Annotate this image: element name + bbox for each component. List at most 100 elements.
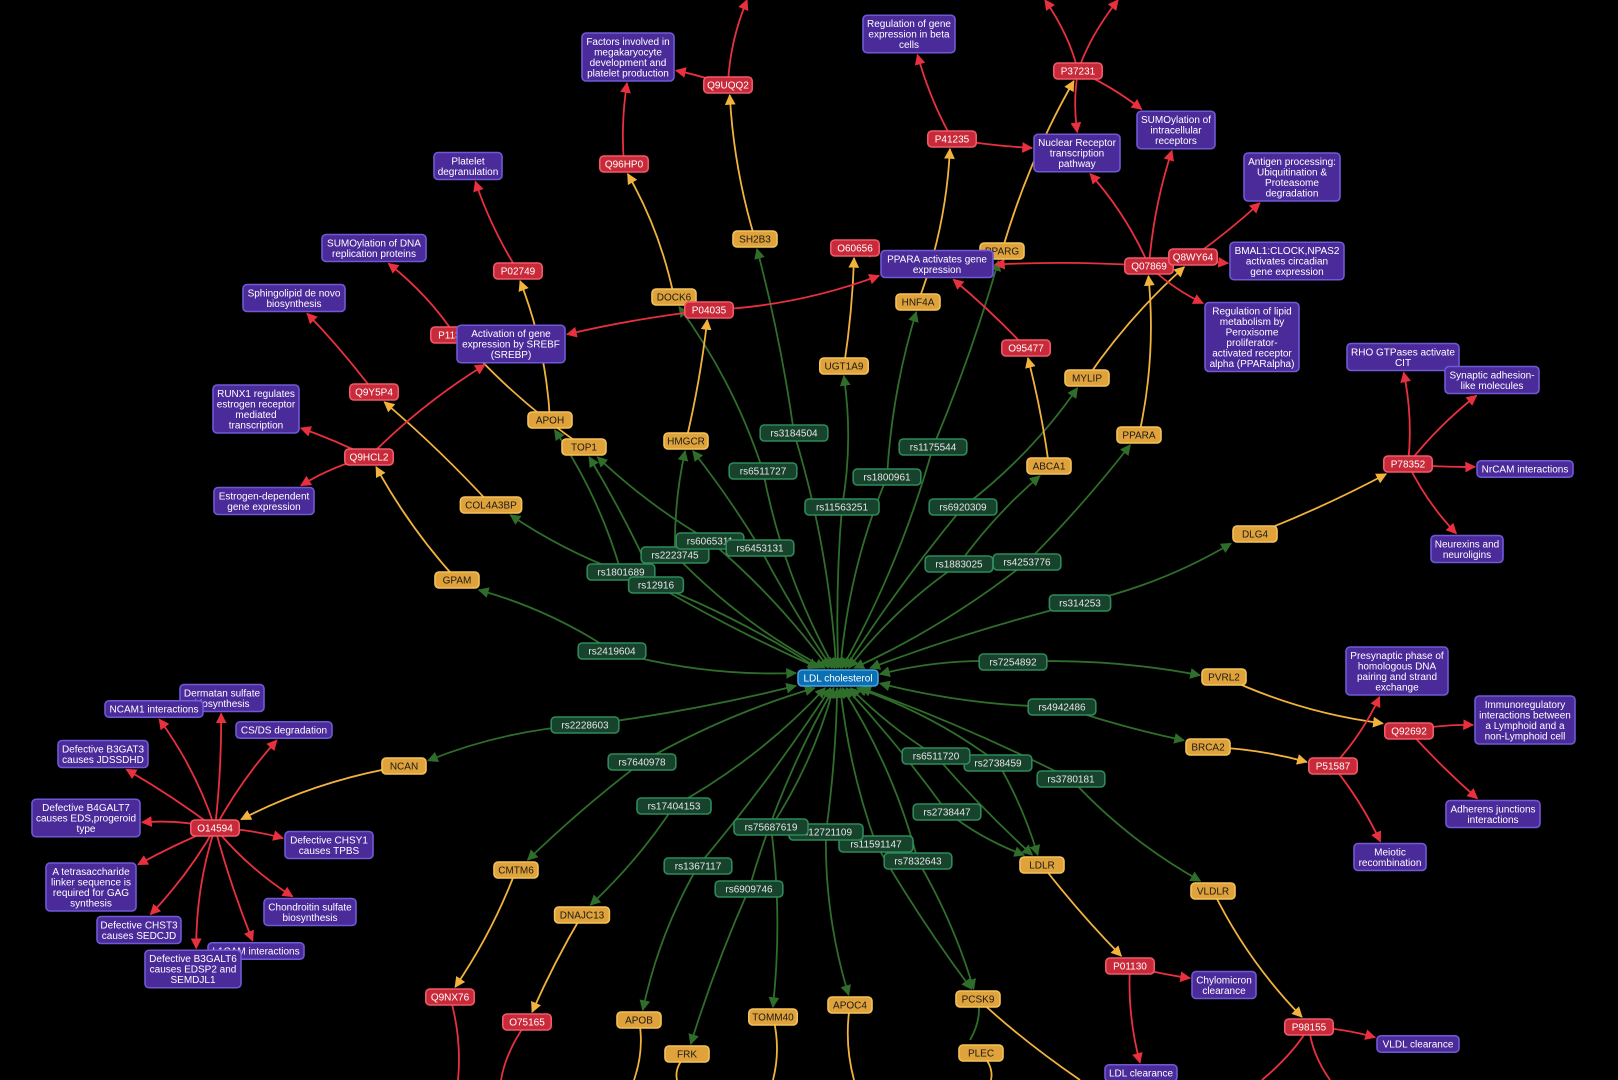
protein-node[interactable]: Q9Y5P4 <box>348 383 399 401</box>
snp-node[interactable]: rs314253 <box>1048 594 1112 612</box>
gene-node[interactable]: SH2B3 <box>732 230 778 248</box>
gene-node[interactable]: ABCA1 <box>1026 457 1072 475</box>
protein-node[interactable]: P37231 <box>1053 62 1104 80</box>
protein-node[interactable]: Q07869 <box>1124 257 1175 275</box>
protein-node[interactable]: P51587 <box>1308 757 1359 775</box>
gene-node[interactable]: GPAM <box>434 571 480 589</box>
protein-node[interactable]: O60656 <box>829 239 880 257</box>
snp-node[interactable]: rs3780181 <box>1036 770 1106 788</box>
gene-node[interactable]: TOMM40 <box>747 1008 798 1026</box>
snp-node[interactable]: rs6909746 <box>714 880 784 898</box>
pathway-node[interactable]: LDL clearance <box>1104 1063 1178 1080</box>
snp-node[interactable]: rs7254892 <box>978 653 1048 671</box>
protein-node[interactable]: Q96HP0 <box>598 155 649 173</box>
gene-node[interactable]: UGT1A9 <box>818 357 869 375</box>
gene-node[interactable]: DNAJC13 <box>553 906 611 924</box>
snp-node[interactable]: rs6511727 <box>728 462 798 480</box>
snp-node[interactable]: rs2738459 <box>963 754 1033 772</box>
gene-node[interactable]: PLEC <box>958 1044 1004 1062</box>
gene-node[interactable]: TOP1 <box>561 438 607 456</box>
snp-node[interactable]: rs4253776 <box>992 553 1062 571</box>
pathway-node[interactable]: CS/DS degradation <box>235 720 333 740</box>
snp-node[interactable]: rs2228603 <box>550 716 620 734</box>
gene-node[interactable]: DLG4 <box>1232 525 1278 543</box>
snp-node[interactable]: rs6453131 <box>725 539 795 557</box>
gene-node[interactable]: BRCA2 <box>1185 738 1231 756</box>
gene-node[interactable]: APOC4 <box>827 996 873 1014</box>
protein-node[interactable]: Q9NX76 <box>424 988 475 1006</box>
protein-node[interactable]: Q92692 <box>1384 722 1435 740</box>
pathway-node[interactable]: NrCAM interactions <box>1476 459 1574 479</box>
snp-node[interactable]: rs1367117 <box>663 857 733 875</box>
snp-node[interactable]: rs6920309 <box>928 498 998 516</box>
protein-node[interactable]: O14594 <box>190 819 241 837</box>
gene-node[interactable]: APOB <box>616 1011 662 1029</box>
snp-node[interactable]: rs7832643 <box>883 852 953 870</box>
snp-node[interactable]: rs2419604 <box>577 642 647 660</box>
protein-node[interactable]: Q8WY64 <box>1168 248 1219 266</box>
gene-node[interactable]: LDLR <box>1019 856 1065 874</box>
snp-node[interactable]: rs2223745 <box>640 546 710 564</box>
gene-node[interactable]: APOH <box>527 411 573 429</box>
snp-node[interactable]: rs4942486 <box>1027 698 1097 716</box>
gene-node[interactable]: VLDLR <box>1190 882 1236 900</box>
pathway-node[interactable]: VLDL clearance <box>1376 1034 1460 1054</box>
snp-node[interactable]: rs1175544 <box>898 438 968 456</box>
snp-node[interactable]: rs6511720 <box>901 747 971 765</box>
gene-node[interactable]: PPARA <box>1116 426 1162 444</box>
gene-node[interactable]: HMGCR <box>663 432 709 450</box>
gene-node[interactable]: MYLIP <box>1064 369 1110 387</box>
pathway-node[interactable]: Synaptic adhesion-like molecules <box>1444 365 1540 395</box>
protein-node[interactable]: P78352 <box>1383 455 1434 473</box>
snp-node[interactable]: rs2738447 <box>912 803 982 821</box>
gene-node[interactable]: CMTM6 <box>493 861 539 879</box>
gene-node[interactable]: PVRL2 <box>1201 668 1247 686</box>
snp-node[interactable]: rs1800961 <box>852 468 922 486</box>
snp-node[interactable]: rs1883025 <box>924 555 994 573</box>
protein-node[interactable]: P01130 <box>1105 957 1156 975</box>
protein-node[interactable]: P41235 <box>926 130 977 148</box>
gene-node[interactable]: PCSK9 <box>955 990 1001 1008</box>
protein-node[interactable]: P04035 <box>683 301 734 319</box>
protein-node[interactable]: O75165 <box>501 1013 552 1031</box>
protein-node[interactable]: O95477 <box>1000 339 1051 357</box>
pathway-node[interactable]: Antigen processing:Ubiquitination &Prote… <box>1243 152 1341 202</box>
protein-node[interactable]: Q9UQQ2 <box>702 76 753 94</box>
pathway-node[interactable]: NCAM1 interactions <box>104 699 204 719</box>
snp-node[interactable]: rs75687619 <box>733 818 809 836</box>
snp-node[interactable]: rs11563251 <box>804 498 880 516</box>
protein-node[interactable]: P02749 <box>492 262 543 280</box>
gene-node[interactable]: COL4A3BP <box>459 496 523 514</box>
protein-node[interactable]: P98155 <box>1284 1018 1335 1036</box>
gene-node[interactable]: HNF4A <box>895 293 941 311</box>
gene-node[interactable]: DOCK6 <box>651 288 697 306</box>
trait-node[interactable]: LDL cholesterol <box>797 669 879 687</box>
protein-node[interactable]: Q9HCL2 <box>343 448 394 466</box>
snp-node[interactable]: rs3184504 <box>759 424 829 442</box>
snp-node[interactable]: rs17404153 <box>636 797 712 815</box>
snp-node[interactable]: rs7640978 <box>607 753 677 771</box>
